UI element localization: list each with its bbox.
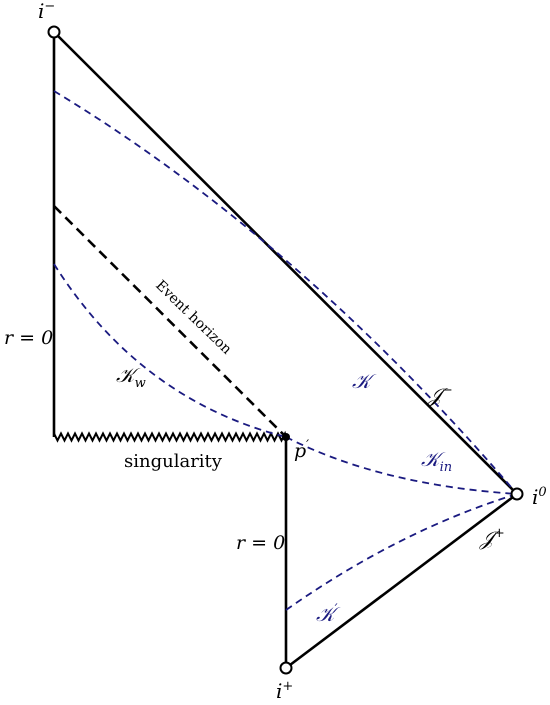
p-prime-point bbox=[282, 433, 290, 441]
label-scri-plus: 𝒥+ bbox=[479, 526, 505, 550]
i-zero-point bbox=[510, 487, 524, 501]
i-plus-point bbox=[279, 661, 293, 675]
label-k-in: 𝒦in bbox=[421, 447, 452, 475]
label-singularity: singularity bbox=[124, 451, 223, 472]
label-p-prime: p′ bbox=[294, 438, 309, 462]
event-horizon-line bbox=[53, 205, 287, 438]
curve-k-prime bbox=[285, 493, 518, 611]
label-r0-right: r = 0 bbox=[236, 532, 285, 554]
label-k-w: 𝒦w bbox=[116, 363, 146, 391]
label-k-prime: 𝒦′ bbox=[316, 602, 341, 626]
label-r0-left: r = 0 bbox=[4, 327, 53, 349]
curve-k-w bbox=[53, 263, 287, 438]
label-i-minus: i− bbox=[38, 0, 55, 23]
label-k: 𝒦 bbox=[352, 369, 377, 393]
label-scri-minus: 𝒥− bbox=[427, 383, 453, 407]
i-minus-point bbox=[47, 25, 61, 39]
future-null-infinity-line bbox=[285, 492, 518, 670]
label-i-zero: i0 bbox=[532, 485, 547, 509]
singularity-zigzag bbox=[53, 430, 287, 443]
curve-k-in bbox=[285, 436, 518, 495]
past-null-infinity-line bbox=[53, 31, 518, 495]
label-i-plus: i+ bbox=[276, 679, 293, 703]
